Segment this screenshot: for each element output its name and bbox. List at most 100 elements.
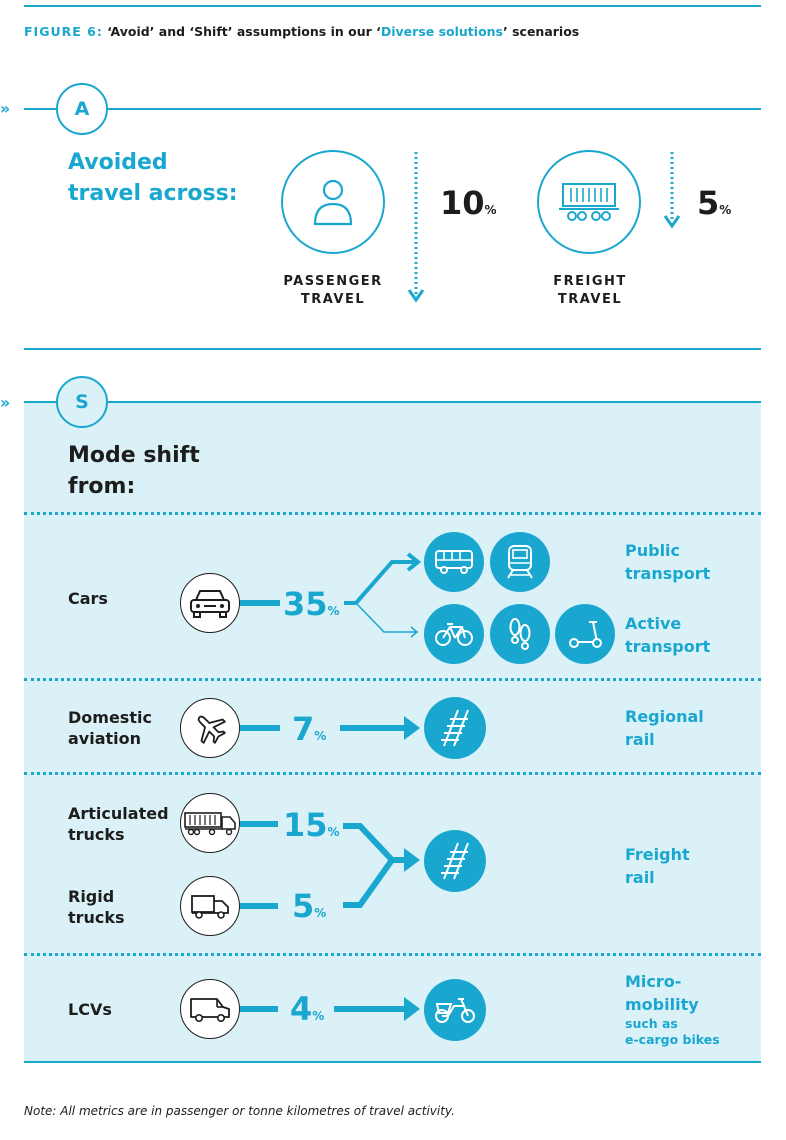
figure-title-part1: ‘Avoid’ and ‘Shift’ assumptions in our ‘ [102,24,381,39]
lcv-shift-unit: % [312,1009,325,1023]
articulated-connector-right [343,823,412,863]
destination-micro-sub1: such as [625,1016,678,1031]
row-label-lcvs: LCVs [68,1000,112,1019]
row-label-cars: Cars [68,589,108,608]
shift-heading-line1: Mode shift [68,443,200,468]
row-label-aviation-line2: aviation [68,729,142,748]
articulated-shift-unit: % [327,825,340,839]
destination-public-line1: Public [625,541,681,560]
avoid-heading: Avoided travel across: [68,147,238,209]
lcv-shift-number: 4 [290,990,313,1028]
bicycle-icon [435,623,473,646]
passenger-avoid-number: 10 [440,184,485,222]
plane-icon [197,715,226,744]
car-icon [190,590,230,618]
destination-public-line2: transport [625,564,711,583]
cars-connector-active [355,602,416,633]
row-label-articulated-line2: trucks [68,825,125,844]
articulated-shift-number: 15 [283,806,328,844]
rail-track-icon [441,709,469,747]
destination-freight-line2: rail [625,868,655,887]
section-s-badge: S [56,376,108,428]
rigid-truck-icon [191,895,229,919]
figure-title-part2: ’ scenarios [503,24,580,39]
shift-heading: Mode shift from: [68,440,200,502]
rigid-shift-unit: % [314,906,327,920]
footprints-circle [490,604,550,664]
section-a-chevron-icon: ›› [0,99,10,118]
rigid-shift-value: 5% [292,887,326,925]
bus-circle [424,532,484,592]
section-s-top-line [24,401,761,403]
train-icon [507,545,533,579]
freight-caption: FREIGHT TRAVEL [530,273,650,309]
cargo-bike-icon [435,998,475,1023]
shift-heading-line2: from: [68,474,136,499]
cars-shift-number: 35 [283,585,328,623]
shift-panel [24,401,761,1062]
rigid-shift-number: 5 [292,887,315,925]
lcv-shift-value: 4% [290,990,324,1028]
destination-micromobility: Micro- mobility such as e-cargo bikes [625,970,720,1048]
aviation-shift-value: 7% [292,710,326,748]
row-label-domestic-aviation: Domestic aviation [68,707,152,749]
van-circle [180,979,240,1039]
train-circle [490,532,550,592]
destination-regional-rail: Regional rail [625,705,704,751]
destination-active-line2: transport [625,637,711,656]
row-label-articulated-trucks: Articulated trucks [68,803,169,845]
rail-track-icon [441,842,469,880]
cars-shift-value: 35% [283,585,340,623]
destination-freight-line1: Freight [625,845,690,864]
car-circle [180,573,240,633]
row-label-rigid-line2: trucks [68,908,125,927]
cars-arrowhead-active [410,626,419,638]
row-label-articulated-line1: Articulated [68,804,169,823]
row-divider [24,772,761,775]
row-label-rigid-trucks: Rigid trucks [68,886,125,928]
articulated-shift-value: 15% [283,806,340,844]
scooter-circle [555,604,615,664]
row-divider [24,678,761,681]
destination-regional-line2: rail [625,730,655,749]
freight-wagon-icon [559,183,619,221]
cars-connector-public [344,560,416,605]
section-a-top-line [24,108,761,110]
freight-avoid-value: 5% [697,184,731,222]
freight-down-arrow-icon [663,152,681,229]
aviation-shift-number: 7 [292,710,315,748]
row-divider [24,512,761,515]
passenger-down-arrow-icon [407,152,425,303]
aviation-shift-unit: % [314,729,327,743]
van-icon [190,998,230,1022]
figure-title: FIGURE 6: ‘Avoid’ and ‘Shift’ assumption… [24,24,579,39]
figure-title-highlight: Diverse solutions [380,24,503,39]
lcv-arrowhead [404,997,420,1021]
avoid-heading-line1: Avoided [68,150,168,175]
shift-bottom-line [24,1061,761,1063]
freight-avoid-unit: % [719,203,732,217]
row-label-aviation-line1: Domestic [68,708,152,727]
cargo-bike-circle [424,979,486,1041]
section-a-badge: A [56,83,108,135]
rigid-truck-circle [180,876,240,936]
passenger-caption: PASSENGER TRAVEL [273,273,393,309]
destination-active-transport: Active transport [625,612,710,658]
bicycle-circle [424,604,484,664]
destination-active-line1: Active [625,614,682,633]
scooter-icon [569,621,602,648]
cars-arrowhead-public [406,552,422,572]
passenger-avoid-value: 10% [440,184,497,222]
freight-rail-circle [424,830,486,892]
passenger-caption-line1: PASSENGER [283,274,383,289]
trucks-arrowhead [404,848,420,872]
destination-micro-line1: Micro- [625,972,682,991]
aviation-arrowhead [404,716,420,740]
passenger-caption-line2: TRAVEL [300,292,366,307]
destination-micro-sub2: e-cargo bikes [625,1032,720,1047]
top-rule [24,5,761,7]
cars-shift-unit: % [327,604,340,618]
footnote: Note: All metrics are in passenger or to… [24,1104,455,1118]
section-s-chevron-icon: ›› [0,393,10,412]
